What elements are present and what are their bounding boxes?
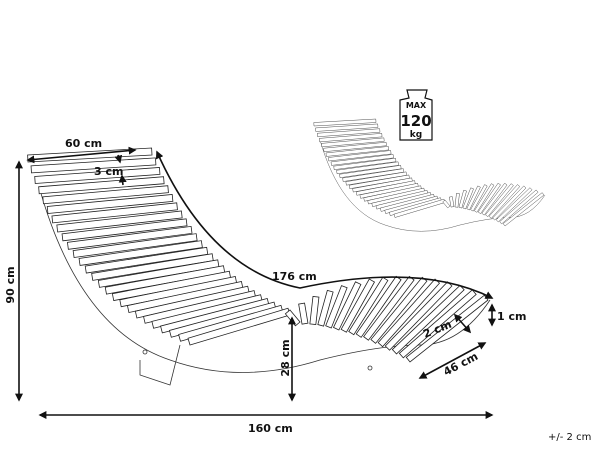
lounger-main-view: [27, 147, 491, 386]
tolerance-label: +/- 2 cm: [548, 432, 591, 443]
slat: [323, 141, 387, 152]
slats: [27, 147, 489, 363]
leg-width-line: [418, 342, 487, 379]
length-label: 160 cm: [248, 422, 293, 435]
slat: [502, 192, 545, 227]
slat: [309, 295, 320, 326]
slat-thickness-label: 1 cm: [497, 310, 526, 323]
height-label: 90 cm: [4, 266, 17, 303]
slat: [319, 133, 383, 143]
slat: [187, 307, 291, 346]
weight-unit: kg: [410, 130, 422, 140]
slat: [449, 196, 455, 208]
bolt-icon: [142, 349, 148, 355]
slat-gap-label: 3 cm: [94, 165, 123, 178]
weight-value: 120: [400, 112, 431, 130]
slat: [454, 192, 460, 208]
weight-badge: MAX 120 kg: [399, 89, 433, 141]
seat-height-label: 28 cm: [279, 339, 292, 376]
weight-max-label: MAX: [406, 101, 427, 110]
slat: [317, 128, 381, 137]
slat: [313, 118, 377, 127]
slat: [315, 123, 379, 132]
width-dimension-line: [26, 146, 137, 164]
slat: [321, 137, 385, 148]
slat: [298, 302, 309, 325]
gap-arrow: [118, 174, 127, 186]
width-label: 60 cm: [65, 137, 102, 150]
stand-base: [139, 344, 181, 386]
slat: [499, 189, 539, 225]
slat: [442, 199, 451, 209]
curve-length-label: 176 cm: [272, 270, 317, 283]
curve-length-line: [155, 150, 494, 299]
leg-width-label: 46 cm: [441, 350, 480, 379]
bolt-icon: [367, 365, 373, 371]
slat: [495, 187, 533, 223]
slat-width-line: [453, 313, 472, 334]
gap-arrow: [114, 154, 123, 164]
